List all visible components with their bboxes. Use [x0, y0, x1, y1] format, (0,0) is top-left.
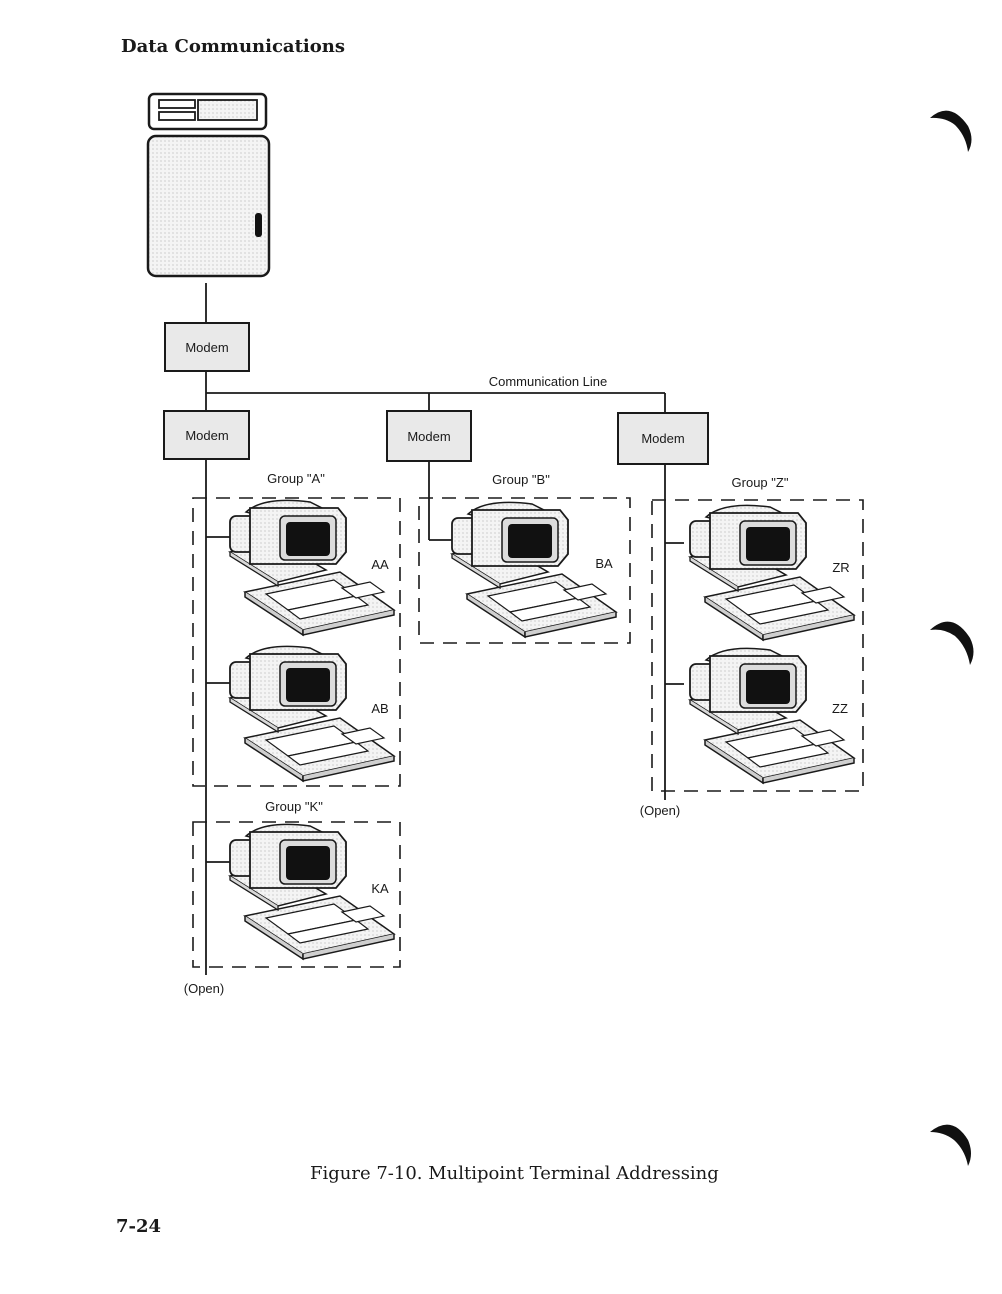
terminal-zr-icon — [690, 505, 854, 640]
host-modem-label: Modem — [185, 340, 228, 355]
group-z-modem-label: Modem — [641, 431, 684, 446]
terminal-zr-label: ZR — [832, 560, 849, 575]
host-computer-icon — [148, 94, 269, 276]
group-b-label: Group "B" — [492, 472, 550, 487]
group-a-modem: Modem — [164, 411, 249, 459]
group-b-modem-label: Modem — [407, 429, 450, 444]
group-b-modem: Modem — [387, 411, 471, 461]
terminal-ab-icon — [230, 646, 394, 781]
terminal-ka-icon — [230, 824, 394, 959]
host-modem: Modem — [165, 323, 249, 371]
terminal-zz-label: ZZ — [832, 701, 848, 716]
terminal-aa-icon — [230, 500, 394, 635]
terminal-ba-label: BA — [595, 556, 613, 571]
group-k-label: Group "K" — [265, 799, 323, 814]
group-z-label: Group "Z" — [732, 475, 789, 490]
group-z-modem: Modem — [618, 413, 708, 464]
terminal-ka-label: KA — [371, 881, 389, 896]
terminal-aa-label: AA — [371, 557, 389, 572]
group-a-label: Group "A" — [267, 471, 325, 486]
communication-line-label: Communication Line — [489, 374, 608, 389]
page-number: 7-24 — [116, 1216, 161, 1237]
figure-caption: Figure 7-10. Multipoint Terminal Address… — [310, 1163, 719, 1184]
punch-hole-marks — [930, 111, 974, 1166]
terminal-ba-icon — [452, 502, 616, 637]
terminal-ab-label: AB — [371, 701, 388, 716]
terminal-zz-icon — [690, 648, 854, 783]
open-label-right: (Open) — [640, 803, 680, 818]
open-label-left: (Open) — [184, 981, 224, 996]
group-a-modem-label: Modem — [185, 428, 228, 443]
